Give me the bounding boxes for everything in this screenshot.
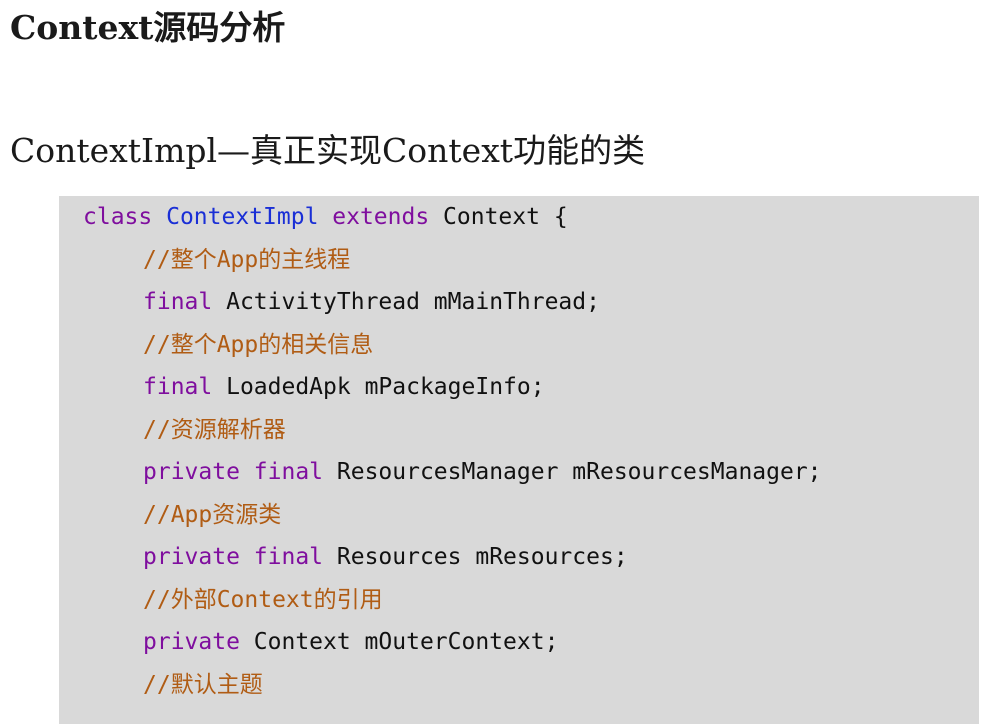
code-token-cmt: //外部Context的引用 bbox=[143, 586, 383, 613]
code-line: private final Resources mResources; bbox=[59, 536, 628, 578]
page-title: Context源码分析 bbox=[10, 8, 286, 47]
code-token-kw: final bbox=[143, 374, 227, 400]
section-heading: ContextImpl—真正实现Context功能的类 bbox=[10, 131, 646, 170]
code-line: //默认主题 bbox=[59, 664, 263, 706]
code-block: class ContextImpl extends Context { //整个A… bbox=[59, 196, 979, 724]
code-token-cmt: //资源解析器 bbox=[143, 416, 286, 443]
code-token-cmt: //默认主题 bbox=[143, 671, 263, 698]
code-token-kw: private bbox=[143, 629, 254, 655]
code-line: final LoadedApk mPackageInfo; bbox=[59, 366, 545, 408]
code-token-txt: Resources mResources; bbox=[336, 544, 628, 570]
code-token-txt: Context { bbox=[443, 204, 568, 230]
code-line: //资源解析器 bbox=[59, 409, 286, 451]
code-token-cmt: //整个App的相关信息 bbox=[143, 331, 374, 358]
code-token-cmt: //整个App的主线程 bbox=[143, 246, 351, 273]
code-token-kw: final bbox=[253, 459, 337, 485]
code-token-txt: Context mOuterContext; bbox=[253, 629, 559, 655]
code-token-kw: final bbox=[253, 544, 337, 570]
code-line: final ActivityThread mMainThread; bbox=[59, 281, 600, 323]
code-line: //App资源类 bbox=[59, 494, 281, 536]
code-token-txt: LoadedApk mPackageInfo; bbox=[226, 374, 545, 400]
code-token-kw: private bbox=[143, 459, 254, 485]
code-token-kw: private bbox=[143, 544, 254, 570]
code-token-kw: extends bbox=[318, 204, 444, 230]
code-token-cmt: //App资源类 bbox=[143, 501, 282, 528]
code-line: //整个App的相关信息 bbox=[59, 324, 373, 366]
code-line: class ContextImpl extends Context { bbox=[59, 196, 568, 238]
code-token-cls: ContextImpl bbox=[166, 204, 319, 230]
code-line: //整个App的主线程 bbox=[59, 239, 350, 281]
code-line: //外部Context的引用 bbox=[59, 579, 383, 621]
code-token-kw: final bbox=[143, 289, 227, 315]
code-token-txt: ResourcesManager mResourcesManager; bbox=[336, 459, 822, 485]
code-token-kw: class bbox=[83, 204, 167, 230]
code-token-txt: ActivityThread mMainThread; bbox=[226, 289, 600, 315]
code-line: private final ResourcesManager mResource… bbox=[59, 451, 822, 493]
code-line: private Context mOuterContext; bbox=[59, 621, 558, 663]
